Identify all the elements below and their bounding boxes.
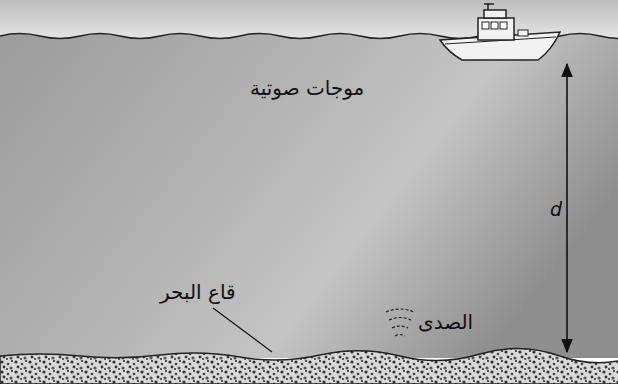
echo-label: الصدى	[418, 310, 473, 334]
sea-water	[0, 34, 618, 359]
leader-line	[213, 308, 272, 352]
medium-label: موجات صوتية	[250, 76, 364, 100]
echo-waves	[386, 309, 414, 336]
seabed	[0, 348, 618, 384]
depth-symbol: d	[550, 197, 562, 221]
depth-arrow	[566, 64, 568, 352]
seabed-label: قاع البحر	[160, 280, 236, 304]
boat	[440, 3, 560, 60]
